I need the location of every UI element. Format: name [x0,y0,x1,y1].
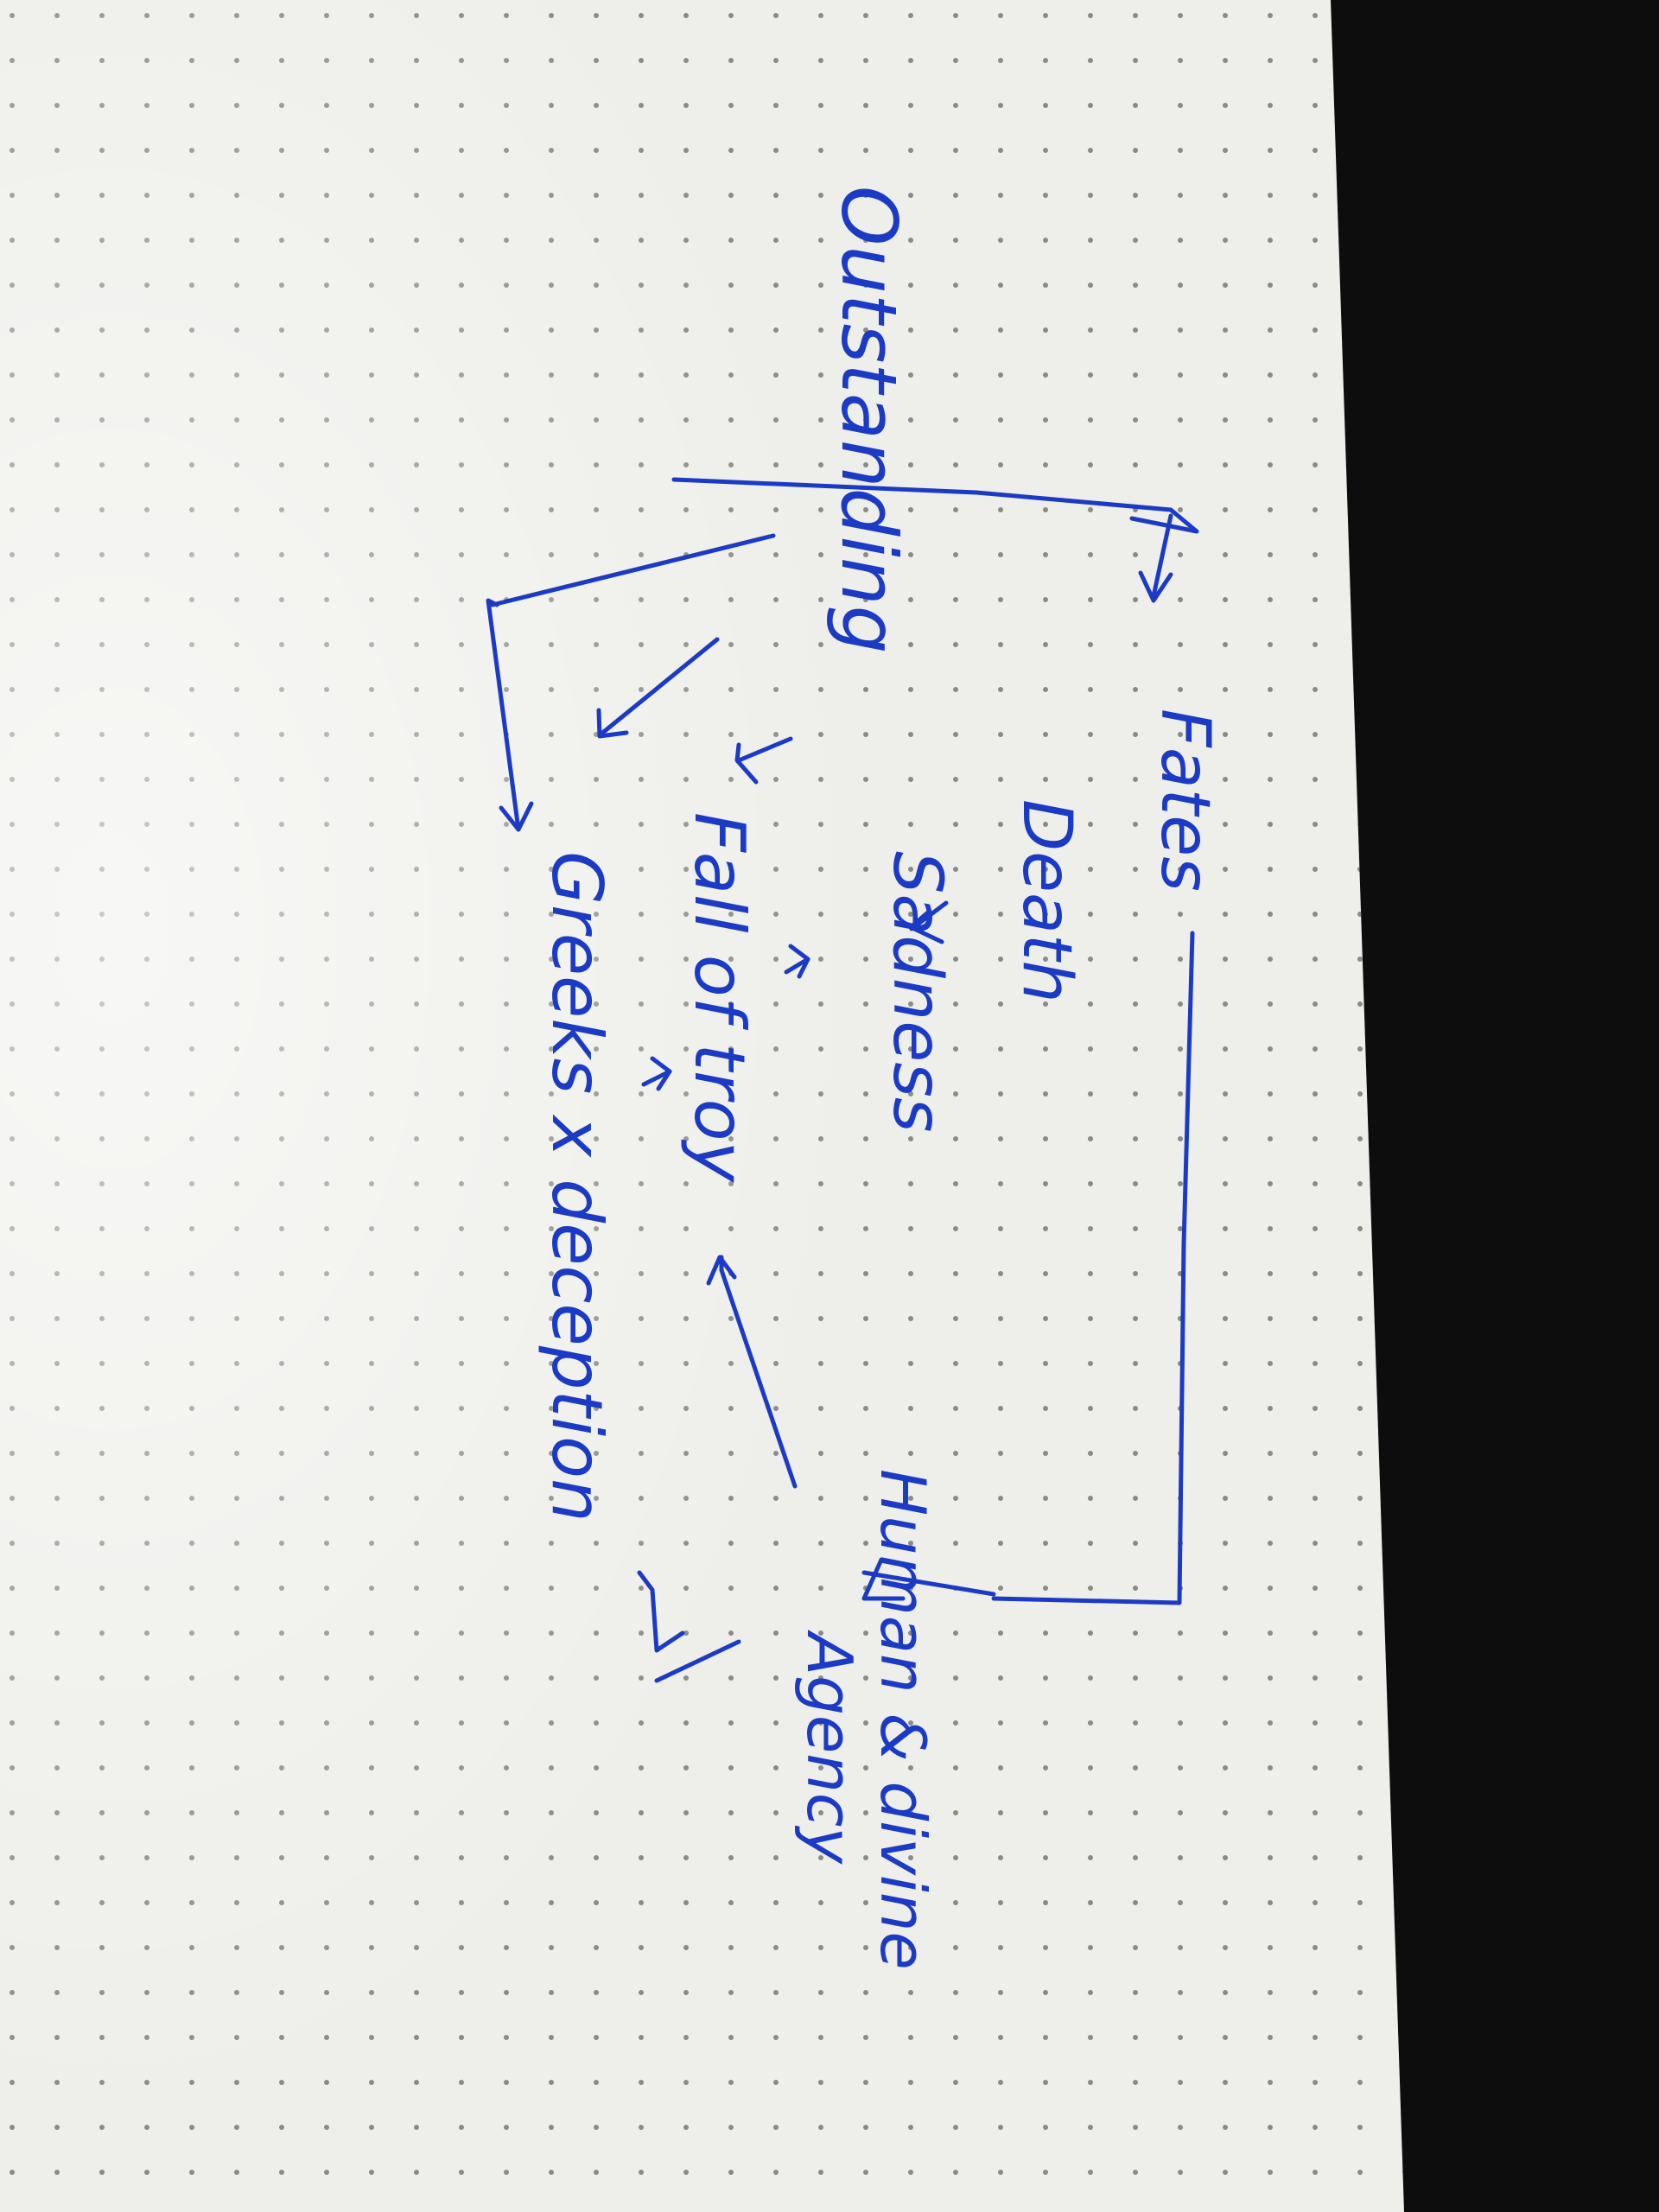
arrow-human-divine-to-greeks [637,1570,741,1683]
node-human-divine-agency-line2: Agency [793,1630,866,1865]
arrow-fall-of-troy-to-sadness [784,944,810,979]
node-sadness: Sadness [878,851,956,1133]
arrow-outstanding-to-fates [671,477,1199,603]
arrow-outstanding-to-fall-of-troy [734,736,793,785]
node-fates: Fates [1146,709,1224,892]
arrow-human-divine-to-fall-of-troy [706,1255,798,1489]
node-fall-of-troy: Fall of troy [679,812,760,1184]
arrow-death-to-sadness [908,900,949,944]
node-greeks-deception: Greeks x deception [537,851,617,1522]
arrow-fates-to-human-divine-agency [861,931,1195,1605]
light-glare [0,0,1404,2212]
arrow-outstanding-to-greeks-deception [486,533,776,832]
arrow-greeks-to-fall-of-troy [641,1056,672,1091]
node-outstanding: Outstanding [824,186,913,654]
node-human-divine-agency-line1: Human & divine [867,1469,939,1970]
diagram-ink: Outstanding Fates Death Sadness Fall of … [486,186,1224,1970]
node-death: Death [1007,799,1085,1003]
arrow-outstanding-to-death [596,637,720,739]
